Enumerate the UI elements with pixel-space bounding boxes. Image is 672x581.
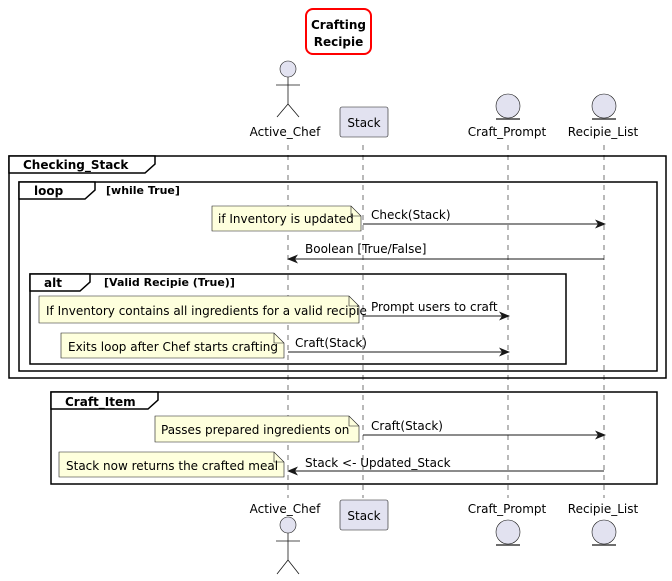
- participant-active-chef-bottom: Active_Chef: [250, 502, 321, 575]
- message-craft-stack-2: Craft(Stack): [363, 419, 606, 440]
- participant-label: Stack: [347, 116, 380, 130]
- message-craft-stack-1: Craft(Stack): [288, 336, 510, 357]
- participant-recipie-list-bottom: Recipie_List: [568, 502, 639, 546]
- message-boolean: Boolean [True/False]: [287, 242, 604, 264]
- participant-label: Active_Chef: [250, 502, 321, 516]
- note-valid-recipie: If Inventory contains all ingredients fo…: [38, 295, 367, 324]
- message-label: Prompt users to craft: [371, 300, 498, 314]
- participant-label: Stack: [347, 509, 380, 523]
- group-alt: alt [Valid Recipie (True)]: [29, 273, 567, 365]
- note-text: Passes prepared ingredients on: [161, 423, 349, 437]
- participant-label: Recipie_List: [568, 125, 639, 139]
- actor-icon: [279, 516, 297, 534]
- participant-stack-top: Stack: [339, 106, 389, 138]
- participant-active-chef-top: Active_Chef: [250, 60, 321, 139]
- participant-craft-prompt-bottom: Craft_Prompt: [468, 502, 547, 546]
- message-label: Craft(Stack): [371, 419, 443, 433]
- alt-label: alt: [44, 276, 62, 290]
- message-updated-stack: Stack <- Updated_Stack: [287, 456, 604, 476]
- actor-icon: [279, 60, 297, 78]
- group-loop: loop [while True]: [18, 181, 658, 372]
- participant-label: Recipie_List: [568, 502, 639, 516]
- message-label: Check(Stack): [371, 208, 451, 222]
- group-label: Checking_Stack: [23, 158, 129, 173]
- entity-icon: [495, 519, 521, 545]
- message-prompt-users: Prompt users to craft: [363, 300, 510, 321]
- participant-label: Craft_Prompt: [468, 502, 547, 516]
- loop-condition: [while True]: [106, 184, 180, 197]
- message-check-stack: Check(Stack): [363, 208, 606, 229]
- note-text: if Inventory is updated: [218, 212, 354, 226]
- message-label: Craft(Stack): [295, 336, 367, 350]
- note-passes-ingredients: Passes prepared ingredients on: [154, 415, 360, 443]
- participant-craft-prompt-top: Craft_Prompt: [468, 93, 547, 139]
- note-exits-loop: Exits loop after Chef starts crafting: [60, 332, 285, 359]
- participant-label: Craft_Prompt: [468, 125, 547, 139]
- title-line-1: Crafting: [311, 18, 366, 32]
- diagram-title: Crafting Recipie: [305, 8, 372, 55]
- note-inventory-updated: if Inventory is updated: [211, 205, 362, 232]
- note-text: If Inventory contains all ingredients fo…: [46, 304, 367, 318]
- entity-icon: [591, 93, 617, 119]
- alt-condition: [Valid Recipie (True)]: [104, 276, 235, 289]
- title-line-2: Recipie: [314, 35, 363, 49]
- group-label: Craft_Item: [65, 395, 136, 410]
- entity-icon: [495, 93, 521, 119]
- message-label: Stack <- Updated_Stack: [305, 456, 451, 470]
- loop-label: loop: [34, 184, 64, 198]
- note-text: Exits loop after Chef starts crafting: [68, 340, 278, 354]
- note-returns-meal: Stack now returns the crafted meal: [58, 451, 285, 478]
- participant-label: Active_Chef: [250, 125, 321, 139]
- participant-stack-bottom: Stack: [339, 499, 389, 531]
- entity-icon: [591, 519, 617, 545]
- group-craft-item: Craft_Item: [50, 391, 658, 485]
- note-text: Stack now returns the crafted meal: [66, 459, 278, 473]
- message-label: Boolean [True/False]: [305, 242, 426, 256]
- participant-recipie-list-top: Recipie_List: [568, 93, 639, 139]
- group-checking-stack: Checking_Stack: [8, 155, 667, 379]
